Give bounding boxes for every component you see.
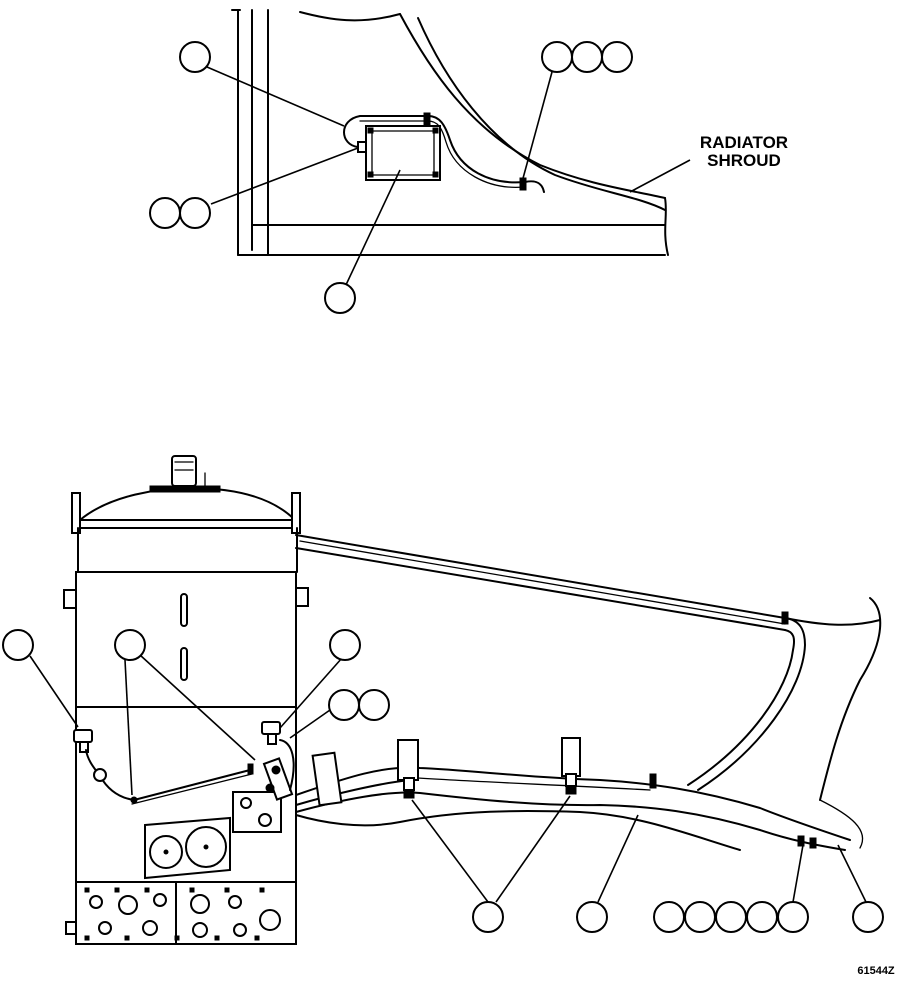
callout-bubble: [179, 41, 211, 73]
callout-bubble: [852, 901, 884, 933]
harness-line: [343, 112, 545, 193]
callout-bubble: [328, 689, 360, 721]
upper-tube: [295, 534, 806, 791]
tank-harness: [85, 739, 295, 805]
top-detail-view: RADIATOR SHROUD: [149, 9, 788, 314]
control-module: [357, 125, 441, 181]
callout-bubble: [358, 689, 390, 721]
callout-bubble: [114, 629, 146, 661]
callout-bubble: [777, 901, 809, 933]
bottom-shroud-outline: [784, 597, 882, 849]
callout-bubble: [715, 901, 747, 933]
callout-bubble: [149, 197, 181, 229]
callout-bubble: [684, 901, 716, 933]
figure-code: 61544Z: [857, 965, 895, 977]
callout-bubble: [576, 901, 608, 933]
bottom-callouts: [2, 629, 884, 933]
callout-bubble: [324, 282, 356, 314]
lower-hose: [295, 766, 851, 851]
callout-bubble: [601, 41, 633, 73]
manifold-block: [232, 757, 294, 833]
top-callouts: [149, 41, 691, 314]
tank-assembly: [63, 455, 309, 945]
radiator-label-line2: SHROUD: [707, 151, 781, 170]
bottom-leaders: [29, 654, 867, 903]
callout-bubble: [653, 901, 685, 933]
valve-block-ports: [84, 887, 281, 941]
callout-bubble: [571, 41, 603, 73]
radiator-label-line1: RADIATOR: [700, 133, 788, 152]
frame-structure: [231, 9, 666, 256]
bottom-main-view: 61544Z: [2, 455, 895, 977]
callout-bubble: [746, 901, 778, 933]
callout-bubble: [179, 197, 211, 229]
callout-bubble: [329, 629, 361, 661]
callout-bubble: [2, 629, 34, 661]
hose-fittings: [311, 737, 581, 807]
callout-bubble: [541, 41, 573, 73]
pressure-switch-left: [73, 729, 93, 753]
callout-bubble: [472, 901, 504, 933]
radiator-shroud-outline: [299, 11, 669, 256]
